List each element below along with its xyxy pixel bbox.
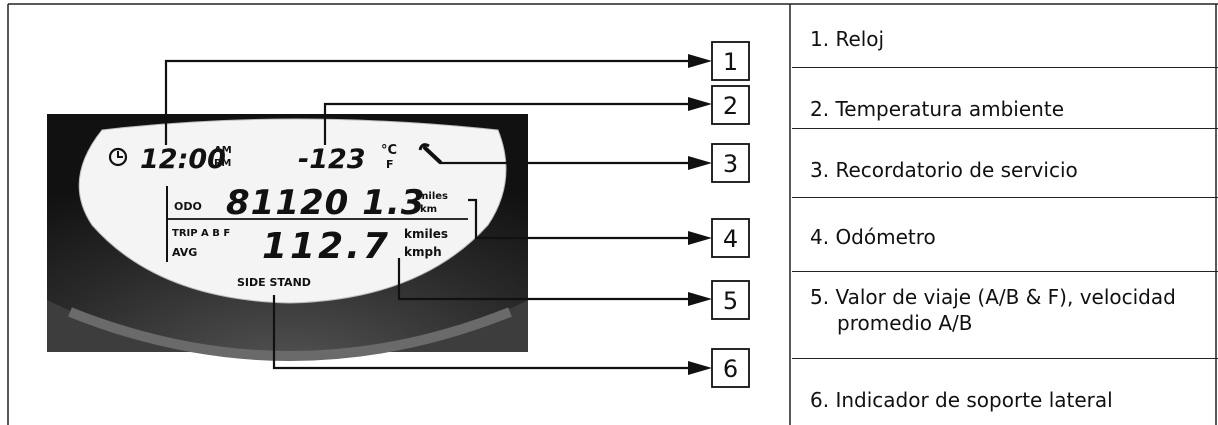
odo-unit-miles: miles: [418, 191, 448, 202]
trip-label: TRIP A B F: [172, 228, 230, 239]
odometer-value: 81120 1.3: [226, 183, 425, 223]
callout-label-6: 6: [723, 355, 738, 383]
wrench-icon: [418, 143, 442, 164]
temperature-value: -123: [298, 144, 366, 175]
leader-line-2: [323, 102, 690, 145]
callout-label-3: 3: [723, 150, 738, 178]
temp-unit-c: °C: [381, 143, 397, 158]
clock-time: 12:00: [140, 144, 226, 175]
leader-lines: [164, 59, 690, 370]
callout-label-4: 4: [723, 225, 738, 253]
clock-hands: [117, 151, 123, 158]
legend-text-2: 2. Temperatura ambiente: [810, 97, 1064, 121]
callout-box-1: [711, 41, 750, 81]
clock-am: AM: [214, 145, 232, 156]
callout-label-1: 1: [723, 48, 738, 76]
odo-unit-km: km: [420, 204, 437, 215]
avg-label: AVG: [172, 246, 197, 259]
trip-unit-kmph: kmph: [404, 245, 442, 259]
legend-row-4: 4. Odómetro: [792, 198, 1218, 272]
callout-box-4: [711, 218, 750, 258]
clock-pm: PM: [214, 158, 231, 169]
legend-row-5: 5. Valor de viaje (A/B & F), velocidad p…: [792, 272, 1218, 359]
bezel-arc-highlight: [68, 307, 512, 361]
legend-row-6: 6. Indicador de soporte lateral: [792, 359, 1218, 425]
leader-arrowheads: [688, 54, 712, 375]
odo-label: ODO: [174, 200, 202, 213]
legend-text-1: 1. Reloj: [810, 27, 885, 51]
lcd-screen: [78, 118, 507, 304]
legend-text-6: 6. Indicador de soporte lateral: [810, 388, 1113, 412]
clock-icon: [108, 147, 128, 167]
callout-boxes: 1 2 3 4 5 6: [711, 41, 750, 388]
arrowhead-3: [688, 156, 712, 170]
leader-line-1: [164, 59, 690, 145]
callout-label-5: 5: [723, 287, 738, 315]
trip-unit-kmiles: kmiles: [404, 227, 448, 241]
arrowhead-6: [688, 361, 712, 375]
arrowhead-5: [688, 292, 712, 306]
leader-line-6: [272, 295, 690, 370]
side-stand-indicator: SIDE STAND: [237, 276, 311, 289]
legend-table: 1. Reloj 2. Temperatura ambiente 3. Reco…: [792, 0, 1218, 425]
temp-unit-f: F: [386, 158, 394, 171]
callout-box-2: [711, 85, 750, 125]
trip-value: 112.7: [262, 226, 391, 267]
legend-row-2: 2. Temperatura ambiente: [792, 68, 1218, 129]
legend-text-5: 5. Valor de viaje (A/B & F), velocidad: [810, 285, 1176, 309]
legend-text-4: 4. Odómetro: [810, 225, 936, 249]
legend-text-5-cont: promedio A/B: [837, 311, 973, 335]
callout-box-5: [711, 280, 750, 320]
callout-box-6: [711, 348, 750, 388]
arrowhead-1: [688, 54, 712, 68]
leader-line-4: [468, 198, 690, 240]
callout-box-3: [711, 143, 750, 183]
legend-row-1: 1. Reloj: [792, 4, 1218, 68]
instrument-photo: 12:00 AM PM -123 °C F ODO 81120 1.3 mile…: [47, 114, 528, 361]
legend-text-3: 3. Recordatorio de servicio: [810, 158, 1078, 182]
leader-line-5: [397, 258, 690, 301]
legend-row-3: 3. Recordatorio de servicio: [792, 129, 1218, 198]
callout-label-2: 2: [723, 92, 738, 120]
arrowhead-4: [688, 231, 712, 245]
arrowhead-2: [688, 97, 712, 111]
